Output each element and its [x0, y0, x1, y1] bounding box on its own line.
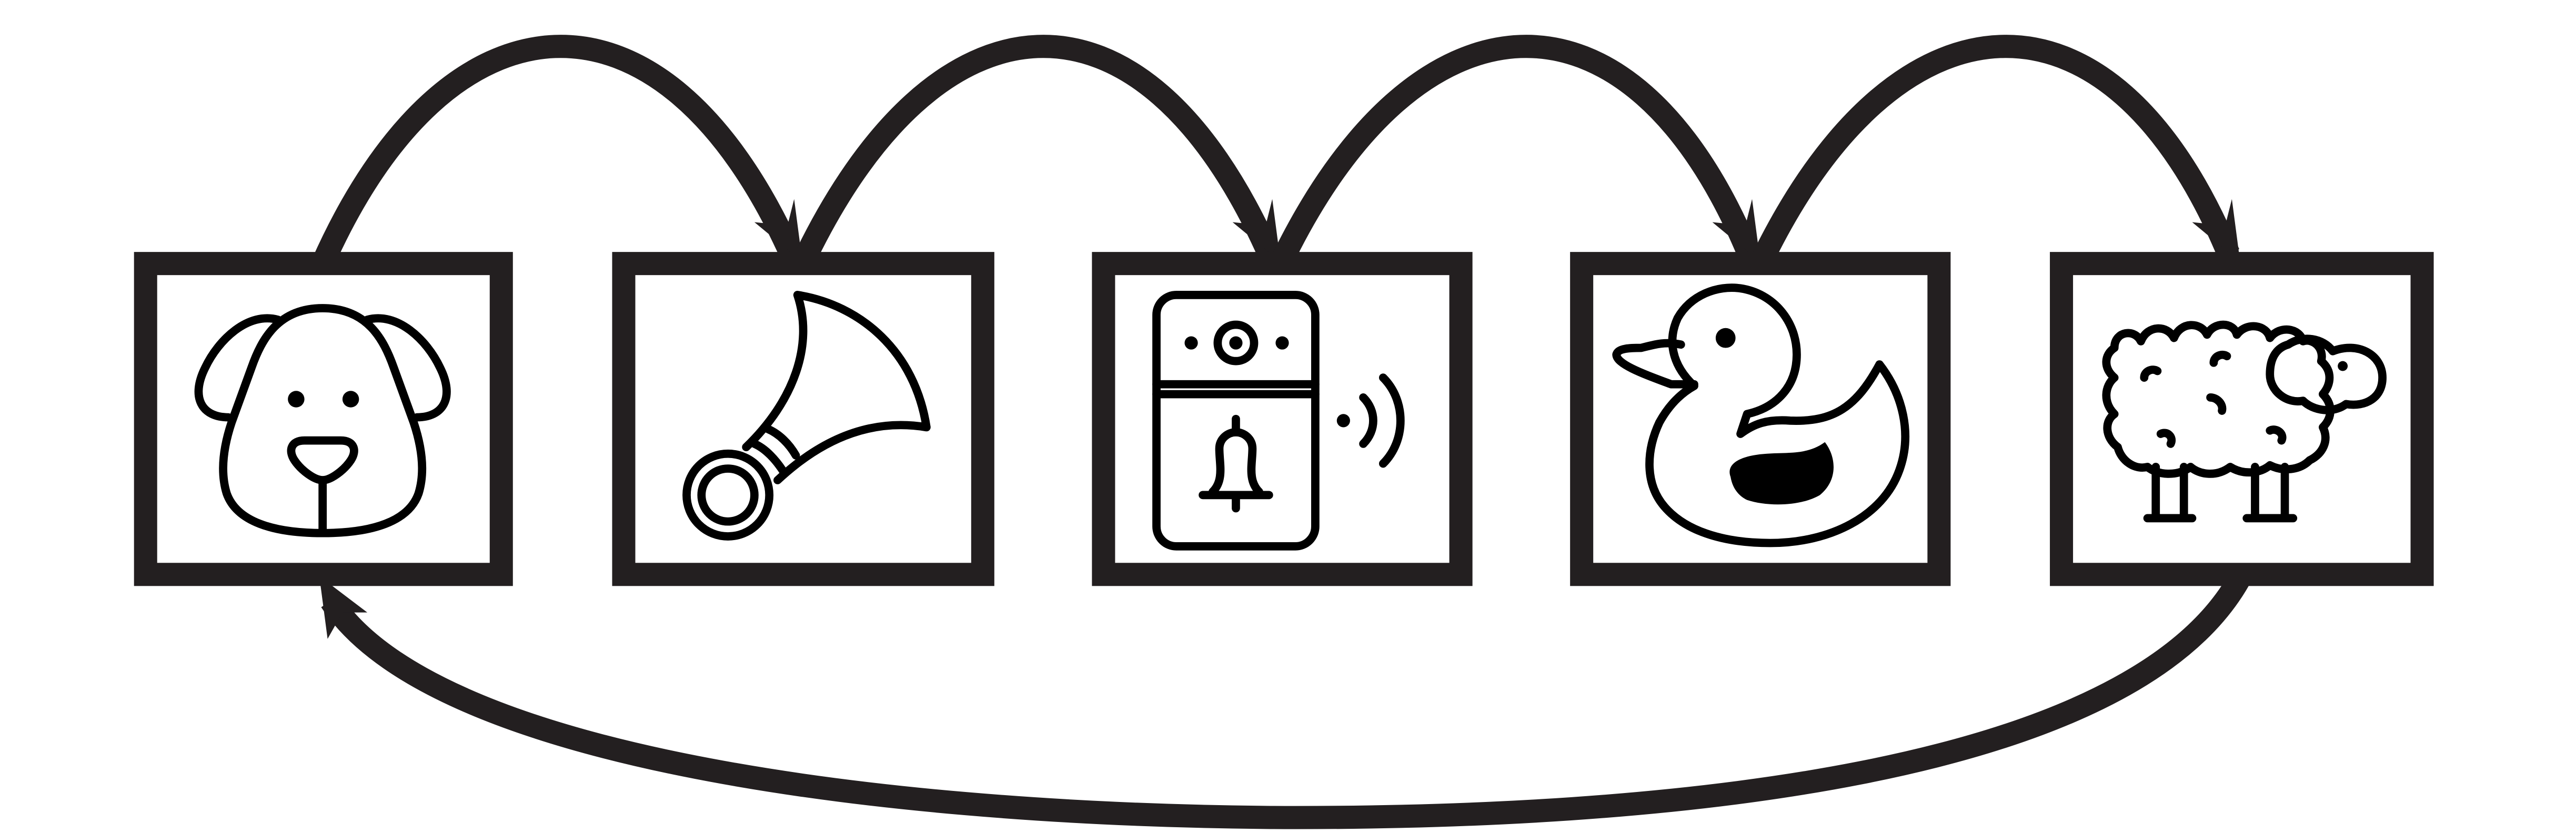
- edge-dog-to-horn: [312, 35, 803, 269]
- arrowhead: [319, 576, 368, 639]
- edge-horn-to-doorbell: [792, 35, 1281, 269]
- edge-duck-to-sheep: [1749, 35, 2240, 269]
- node-dog: [134, 252, 513, 586]
- rubber-duck-icon: [1612, 283, 1909, 547]
- edge-doorbell-to-duck: [1270, 35, 1760, 269]
- node-duck: [1570, 252, 1951, 586]
- arrowhead: [2192, 199, 2240, 262]
- sheep-icon: [2102, 320, 2387, 523]
- dog-icon: [194, 304, 451, 537]
- node-sheep: [2050, 252, 2434, 586]
- arrowhead: [754, 199, 803, 262]
- arrowhead: [1232, 199, 1281, 262]
- doorbell-icon: [1152, 291, 1405, 551]
- node-frame: [2050, 252, 2434, 586]
- bicycle-horn-icon: [682, 291, 931, 541]
- edge-sheep-to-dog: [319, 568, 2252, 829]
- node-horn: [612, 252, 994, 586]
- node-doorbell: [1092, 252, 1473, 586]
- arrowhead: [1712, 199, 1760, 262]
